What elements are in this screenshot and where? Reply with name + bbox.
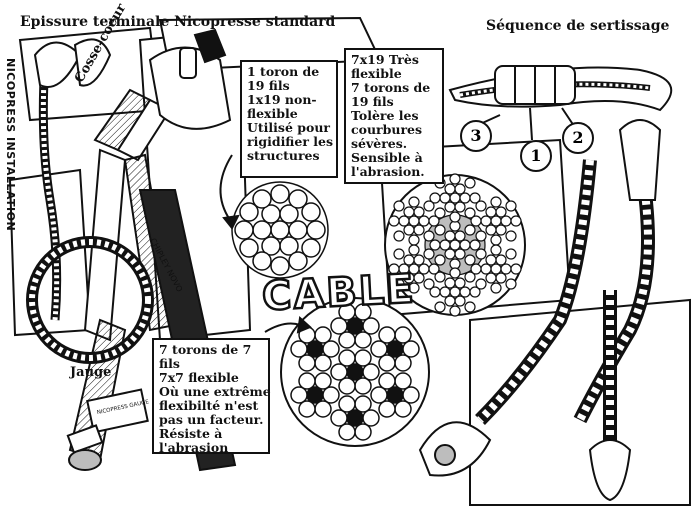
gauge-tag: NICOPRESS GAUGE [66, 388, 150, 471]
note-1x19-line: Utilisé pour [247, 120, 331, 135]
cable-heading: CABLE [260, 265, 418, 321]
note-7x19-line: 19 fils [351, 94, 394, 109]
note-7x7-line: pas un facteur. [159, 412, 264, 427]
note-1x19-line: 1 toron de [247, 64, 320, 79]
right-ropes [475, 158, 655, 470]
note-1x19-line: flexible [247, 106, 298, 121]
note-1x19-line: 1x19 non- [247, 92, 317, 107]
sequence-number-2: 2 [562, 122, 594, 154]
gauge-rope-loop [26, 236, 154, 364]
note-7x19-line: flexible [351, 66, 402, 81]
sequence-number-3: 3 [460, 120, 492, 152]
tool-head [148, 28, 232, 130]
note-7x19: 7x19 Très flexible 7 torons de 19 fils T… [344, 48, 444, 184]
title-left: Epissure terminale Nicopresse standard [20, 14, 336, 30]
note-7x19-line: Tolère les [351, 108, 419, 123]
sequence-number-1: 1 [520, 140, 552, 172]
jauge-label: Jauge [70, 365, 112, 380]
note-7x19-line: 7x19 Très [351, 52, 419, 67]
note-7x19-line: l'abrasion. [351, 164, 425, 179]
note-7x7-line: Résiste à [159, 426, 223, 441]
note-7x19-line: 7 torons de [351, 80, 431, 95]
note-7x7-line: 7x7 flexible [159, 370, 239, 385]
cross-section-7x19 [384, 173, 526, 317]
cross-section-7x7 [280, 297, 430, 447]
note-1x19-line: rigidifier les [247, 134, 334, 149]
cross-section-1x19 [231, 181, 329, 279]
note-1x19-line: structures [247, 148, 320, 163]
left-rope-thimble [33, 38, 112, 321]
note-7x7-line: flexibilté n'est [159, 398, 259, 413]
note-1x19: 1 toron de 19 fils 1x19 non- flexible Ut… [240, 60, 338, 178]
note-7x7-line: 7 torons de 7 [159, 342, 252, 357]
note-7x19-line: Sensible à [351, 150, 423, 165]
title-right: Séquence de sertissage [486, 18, 670, 34]
vertical-label: NICOPRESS INSTALLATION [4, 58, 17, 232]
right-thimbles [418, 119, 662, 502]
note-7x7-line: l'abrasion [159, 440, 229, 455]
note-1x19-line: 19 fils [247, 78, 290, 93]
note-7x19-line: sévères. [351, 136, 408, 151]
note-7x7: 7 torons de 7 fils 7x7 flexible Où une e… [152, 338, 271, 455]
pointer-arrows [219, 154, 312, 334]
note-7x19-line: courbures [351, 122, 423, 137]
note-7x7-line: fils [159, 356, 180, 371]
note-7x7-line: Où une extrême [159, 384, 271, 399]
crimp-sequence-cable [448, 65, 673, 141]
